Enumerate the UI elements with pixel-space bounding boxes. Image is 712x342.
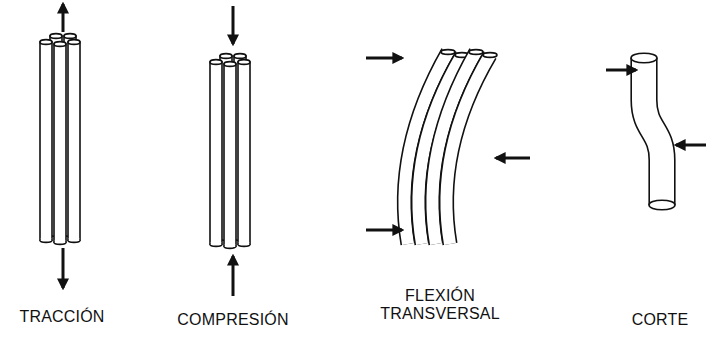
force-arrow xyxy=(606,69,636,72)
caption-label: COMPRESIÓN xyxy=(177,311,288,329)
caption-label: CORTE xyxy=(632,311,689,329)
caption-label: FLEXIÓN TRANSVERSAL xyxy=(378,287,502,324)
force-arrow xyxy=(366,57,402,60)
rod xyxy=(631,53,675,210)
rod xyxy=(446,53,497,244)
force-arrow xyxy=(676,144,706,147)
rod xyxy=(68,40,80,243)
caption-label: TRACCIÓN xyxy=(19,308,104,326)
force-arrow xyxy=(366,229,402,232)
force-arrow xyxy=(62,248,65,288)
force-arrow xyxy=(496,157,530,160)
force-arrow xyxy=(232,256,235,296)
rod xyxy=(210,60,222,247)
rod xyxy=(54,42,66,245)
rod xyxy=(40,40,52,243)
force-arrow xyxy=(62,4,65,32)
force-arrow xyxy=(232,6,235,44)
rod xyxy=(238,60,250,247)
rod xyxy=(224,62,236,249)
